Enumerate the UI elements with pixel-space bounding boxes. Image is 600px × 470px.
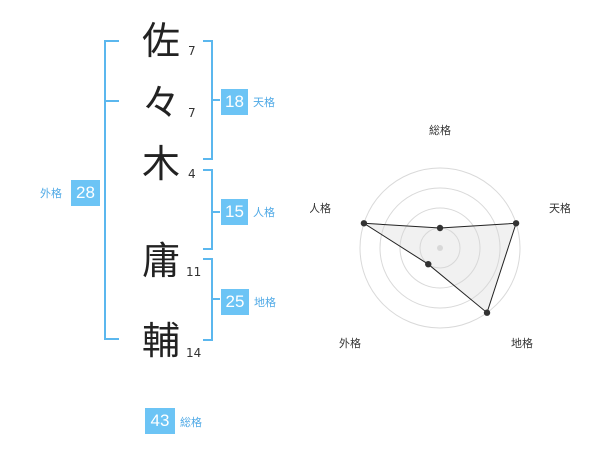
stroke-count-3: 4 <box>188 167 196 181</box>
tenkaku-label: 天格 <box>253 96 275 109</box>
chikaku-badge: 25 <box>221 289 249 315</box>
radar-ring-4 <box>359 167 521 329</box>
tenkaku-badge: 18 <box>221 89 248 115</box>
name-char-4: 庸 <box>141 239 180 283</box>
radar-axis-label-jinkaku: 人格 <box>310 201 331 215</box>
radar-center-dot <box>437 245 443 251</box>
gaikaku-badge: 28 <box>71 180 100 206</box>
radar-point-3 <box>425 260 432 268</box>
soukaku-label: 総格 <box>180 416 202 429</box>
radar-point-0 <box>436 224 444 232</box>
radar-axis-label-gaikaku: 外格 <box>339 336 361 350</box>
gaikaku-label: 外格 <box>40 187 62 200</box>
chikaku-label: 地格 <box>254 296 276 309</box>
fortune-radar-chart: 総格 天格 地格 外格 人格 <box>310 123 570 350</box>
radar-axis-label-soukaku: 総格 <box>429 123 451 137</box>
name-char-2: 々 <box>141 81 180 125</box>
name-char-5: 輔 <box>141 319 180 363</box>
name-char-3: 木 <box>141 142 180 186</box>
jinkaku-label: 人格 <box>253 206 275 219</box>
name-char-1: 佐 <box>141 19 180 63</box>
radar-point-4 <box>360 220 368 227</box>
stroke-count-2: 7 <box>188 106 196 120</box>
radar-point-2 <box>483 309 491 316</box>
soukaku-badge: 43 <box>145 408 175 434</box>
jinkaku-badge: 15 <box>221 199 248 225</box>
radar-axis-label-tenkaku: 天格 <box>549 201 570 215</box>
radar-point-1 <box>512 220 520 227</box>
radar-axis-label-chikaku: 地格 <box>511 336 533 350</box>
radar-data-polygon <box>363 222 517 314</box>
radar-ring-3 <box>379 187 501 309</box>
stroke-count-4: 11 <box>186 265 202 279</box>
radar-ring-2 <box>399 207 481 289</box>
stroke-count-5: 14 <box>186 346 202 360</box>
stroke-count-1: 7 <box>188 44 196 58</box>
